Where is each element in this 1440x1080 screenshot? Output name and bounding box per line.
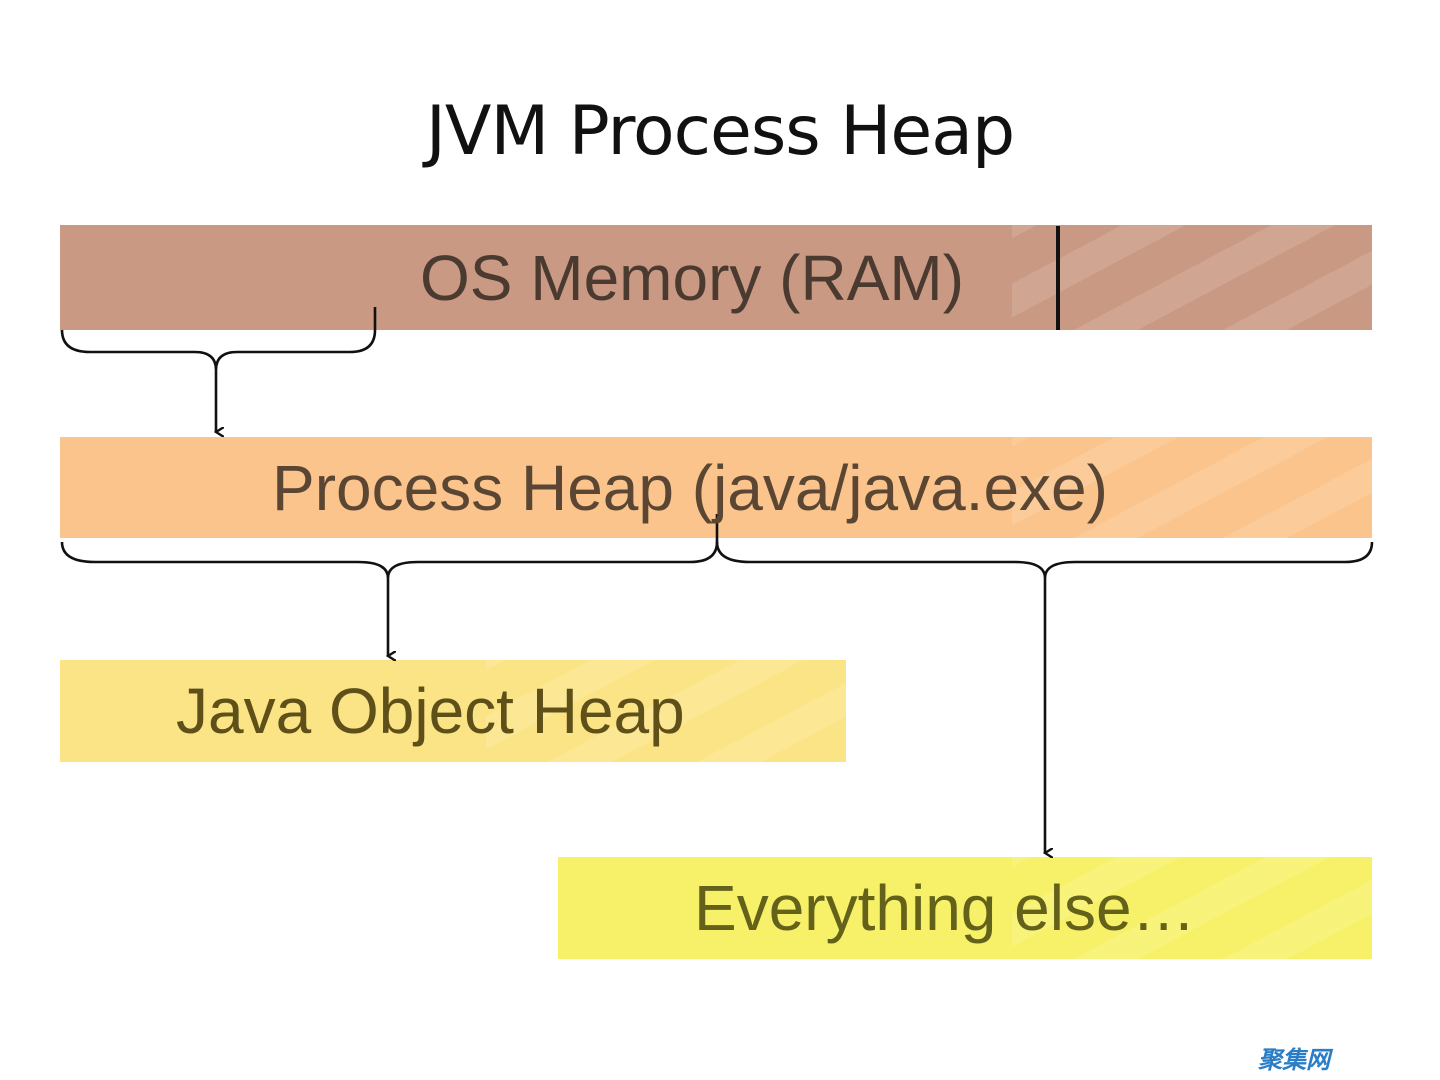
everything-else-box: Everything else… [558, 857, 1372, 959]
everything-else-label: Everything else… [694, 872, 1196, 944]
os-memory-box: OS Memory (RAM) [60, 225, 1372, 330]
process-heap-label: Process Heap (java/java.exe) [272, 451, 1108, 524]
os-memory-label: OS Memory (RAM) [420, 241, 964, 314]
java-object-heap-label: Java Object Heap [176, 675, 685, 747]
java-object-heap-box: Java Object Heap [60, 660, 846, 762]
watermark-logo: 聚集网 [1258, 1046, 1330, 1074]
os-memory-brace [60, 307, 377, 371]
process-heap-box: Process Heap (java/java.exe) [60, 437, 1372, 538]
process-heap-right-brace [715, 541, 1374, 579]
slide-title: JVM Process Heap [425, 92, 1015, 171]
process-heap-left-brace [60, 514, 719, 579]
